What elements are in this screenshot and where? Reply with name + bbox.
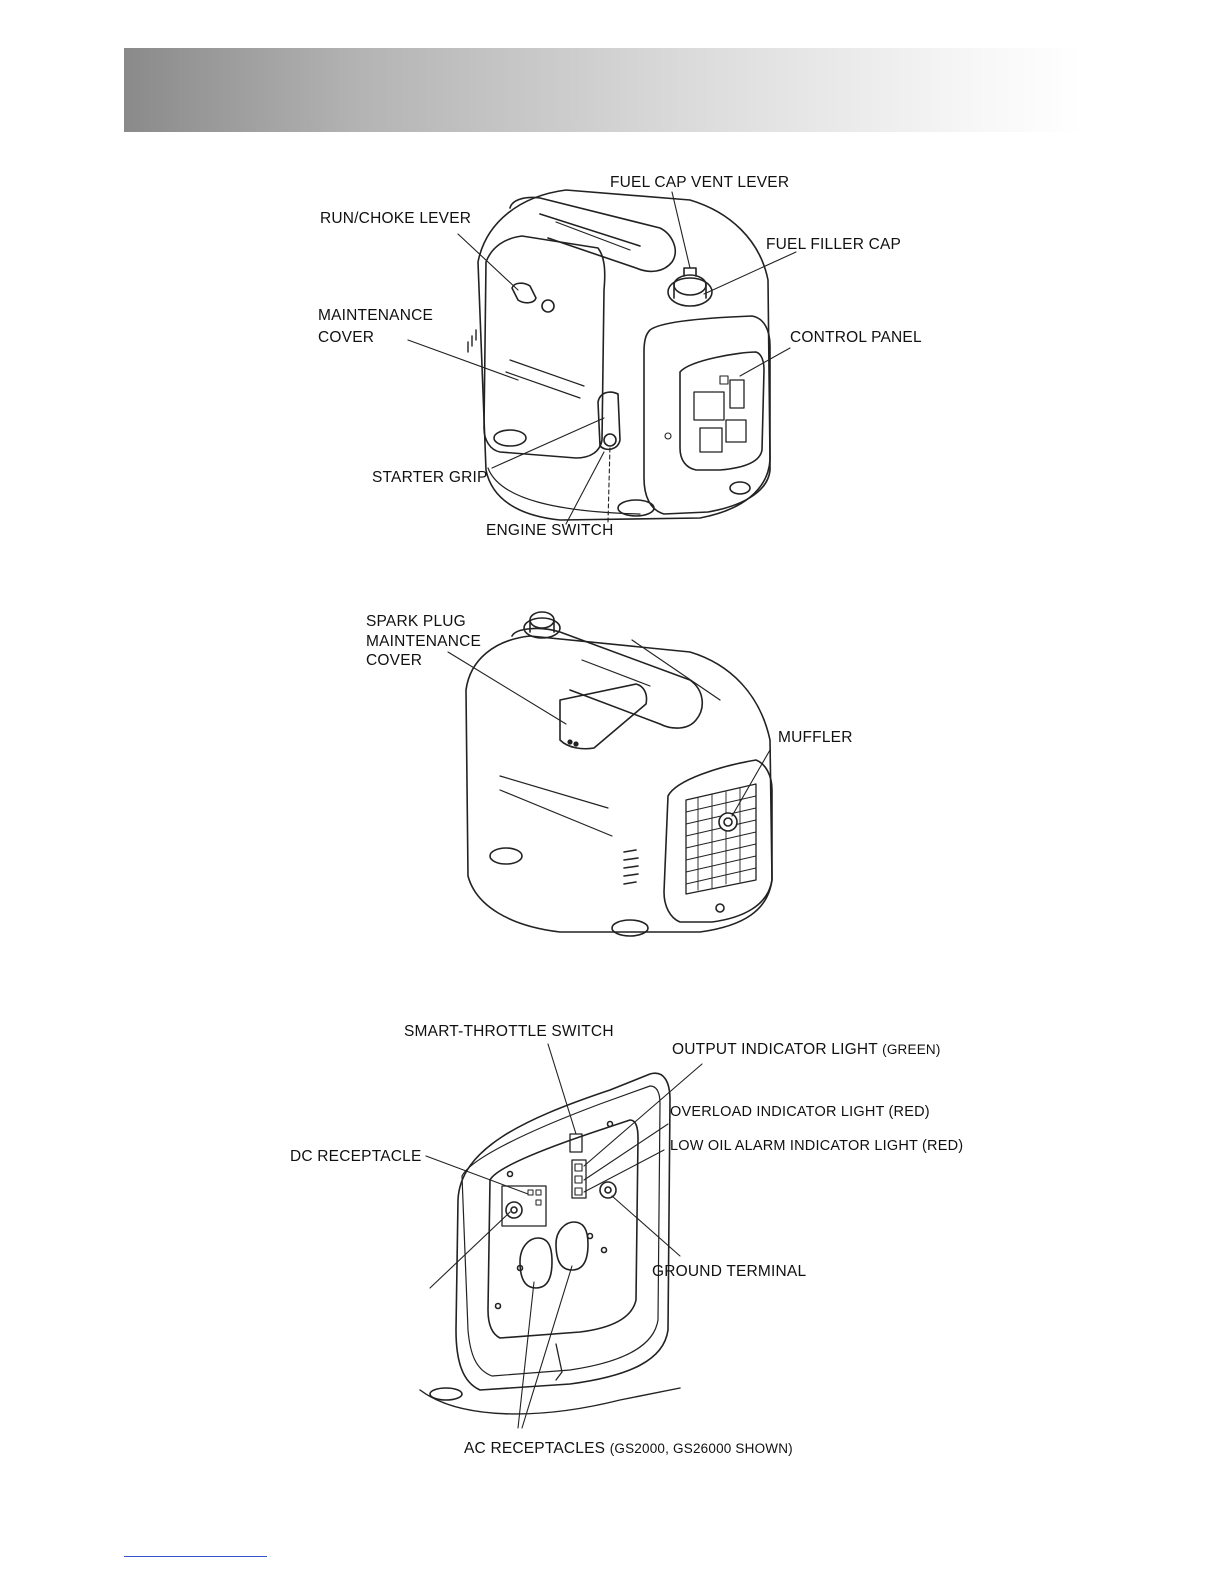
low-oil-alarm-indicator-light-label: LOW OIL ALARM INDICATOR LIGHT (RED) — [670, 1138, 964, 1154]
run-choke-lever-label: RUN/CHOKE LEVER — [320, 210, 472, 227]
starter-grip-label: STARTER GRIP — [372, 469, 488, 486]
page-header-band — [124, 48, 1084, 132]
fuel-cap-vent-lever-label: FUEL CAP VENT LEVER — [610, 174, 790, 191]
output-indicator-light-label: OUTPUT INDICATOR LIGHT (GREEN) — [672, 1041, 941, 1059]
engine-switch-label: ENGINE SWITCH — [486, 522, 614, 539]
ac-receptacles-text: AC RECEPTACLES — [464, 1440, 606, 1457]
output-indicator-light-text: OUTPUT INDICATOR LIGHT — [672, 1041, 878, 1058]
fuel-filler-cap-label: FUEL FILLER CAP — [766, 236, 902, 253]
ac-receptacles-model-note: (GS2000, GS26000 SHOWN) — [609, 1441, 793, 1456]
muffler-label: MUFFLER — [778, 729, 853, 746]
dc-receptacle-label: DC RECEPTACLE — [290, 1148, 422, 1165]
spark-plug-cover-label-line3: COVER — [366, 652, 423, 669]
maintenance-cover-label-line2: COVER — [318, 329, 375, 346]
overload-indicator-light-label: OVERLOAD INDICATOR LIGHT (RED) — [670, 1104, 930, 1120]
control-panel-label: CONTROL PANEL — [790, 329, 922, 346]
spark-plug-cover-label-line2: MAINTENANCE — [366, 633, 482, 650]
footer-link-underline — [124, 1556, 267, 1557]
ground-terminal-label: GROUND TERMINAL — [652, 1263, 807, 1280]
output-indicator-light-color-note: (GREEN) — [882, 1042, 941, 1057]
ac-receptacles-label: AC RECEPTACLES (GS2000, GS26000 SHOWN) — [464, 1440, 793, 1458]
spark-plug-cover-label-line1: SPARK PLUG — [366, 613, 466, 630]
maintenance-cover-label-line1: MAINTENANCE — [318, 307, 434, 324]
smart-throttle-switch-label: SMART-THROTTLE SWITCH — [404, 1023, 614, 1040]
